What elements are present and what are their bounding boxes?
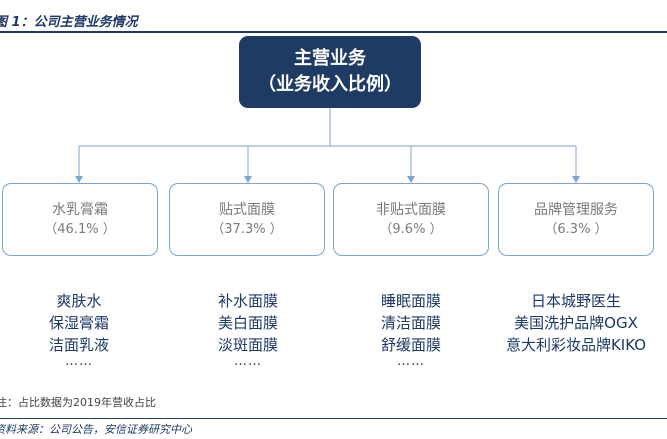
- item-list-1: 爽肤水 保湿膏霜 洁面乳液 ……: [0, 290, 164, 368]
- arrowhead-1: [75, 176, 83, 183]
- list-item: 清洁面膜: [380, 314, 441, 332]
- category-share: （6.3% ）: [544, 221, 608, 237]
- list-item: 爽肤水: [56, 292, 102, 310]
- source-line: 资料来源：公司公告，安信证券研究中心: [0, 423, 192, 436]
- root-node: 主营业务 （业务收入比例）: [239, 36, 421, 108]
- arrowhead-3: [407, 176, 415, 183]
- list-item: 美国洗护品牌OGX: [514, 314, 638, 332]
- figure-title: 图 1：公司主营业务情况: [0, 15, 138, 30]
- category-box-4: 品牌管理服务 （6.3% ）: [498, 183, 654, 256]
- footnote: 注：占比数据为2019年营收占比: [0, 396, 156, 409]
- list-item: 美白面膜: [217, 314, 278, 332]
- list-item: 淡斑面膜: [217, 336, 278, 354]
- list-item: 保湿膏霜: [48, 314, 109, 332]
- more-ellipsis: ……: [234, 354, 262, 369]
- list-item: 补水面膜: [217, 292, 278, 310]
- list-item: 睡眠面膜: [380, 292, 441, 310]
- list-item: 意大利彩妆品牌KIKO: [505, 336, 647, 354]
- category-name: 品牌管理服务: [534, 201, 618, 218]
- bottom-divider: [0, 418, 667, 419]
- category-share: （46.1% ）: [44, 221, 116, 237]
- category-name: 贴式面膜: [219, 201, 275, 218]
- list-item: 舒缓面膜: [380, 336, 441, 354]
- more-ellipsis: ……: [397, 354, 425, 369]
- list-item: 日本城野医生: [530, 292, 621, 310]
- more-ellipsis: ……: [65, 354, 93, 369]
- list-item: 洁面乳液: [48, 336, 109, 354]
- category-share: （9.6% ）: [379, 221, 443, 237]
- item-list-3: 睡眠面膜 清洁面膜 舒缓面膜 ……: [326, 290, 496, 368]
- category-share: （37.3% ）: [211, 221, 283, 237]
- category-box-2: 贴式面膜 （37.3% ）: [169, 183, 325, 256]
- top-divider: [0, 31, 667, 33]
- item-list-4: 日本城野医生 美国洗护品牌OGX 意大利彩妆品牌KIKO: [491, 290, 661, 356]
- root-subtitle: （业务收入比例）: [258, 74, 402, 95]
- category-name: 水乳膏霜: [52, 201, 108, 218]
- category-box-1: 水乳膏霜 （46.1% ）: [2, 183, 158, 256]
- root-title: 主营业务: [294, 48, 366, 69]
- item-list-2: 补水面膜 美白面膜 淡斑面膜 ……: [163, 290, 333, 368]
- arrowhead-2: [244, 176, 252, 183]
- category-box-3: 非贴式面膜 （9.6% ）: [333, 183, 489, 256]
- arrowhead-4: [572, 176, 580, 183]
- category-name: 非贴式面膜: [376, 201, 446, 218]
